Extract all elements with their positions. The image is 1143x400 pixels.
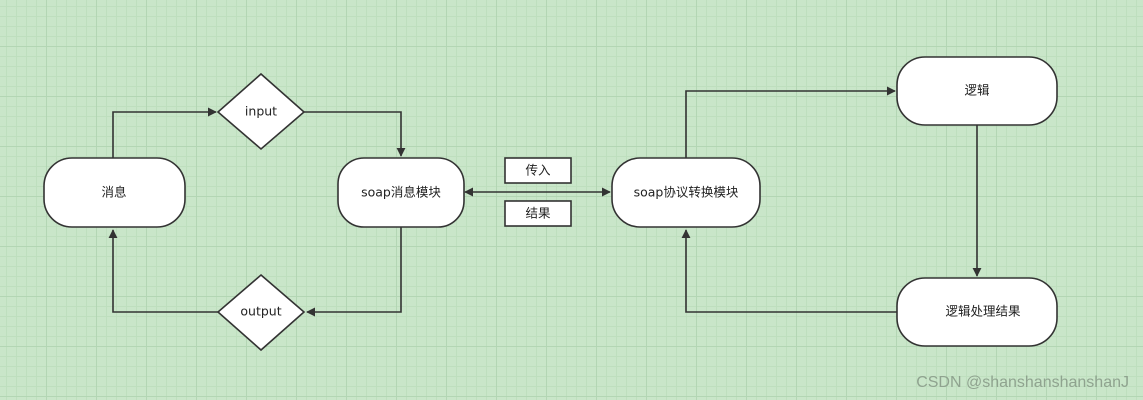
node-input-diamond [216, 72, 306, 151]
edge-input-to-soap-message [304, 111, 406, 157]
edge-label-pass-in: 传入 [525, 163, 551, 178]
edge-label-box-result [504, 200, 572, 227]
node-logic-result-label: 逻辑处理结果 [945, 304, 1021, 319]
node-output-label: output [240, 304, 281, 319]
node-logic-result [896, 277, 1058, 347]
node-message [43, 157, 186, 228]
edge-soap-message-to-output [306, 227, 402, 317]
edge-label-box-pass-in [504, 157, 572, 184]
node-input-label: input [245, 104, 277, 119]
node-soap-protocol-module-label: soap协议转换模块 [634, 185, 739, 200]
node-soap-message-module-label: soap消息模块 [361, 185, 441, 200]
watermark-text: CSDN @shanshanshanshanJ [916, 374, 1129, 391]
node-soap-message-module [337, 157, 465, 228]
edge-label-result: 结果 [525, 206, 551, 221]
node-logic [896, 56, 1058, 126]
node-output-diamond [216, 273, 306, 352]
node-message-label: 消息 [101, 185, 126, 200]
edge-output-to-message [108, 229, 219, 313]
node-logic-label: 逻辑 [964, 83, 989, 98]
node-soap-protocol-module [611, 157, 761, 228]
edge-message-to-input [112, 107, 217, 158]
edge-protocol-to-logic [685, 86, 896, 158]
edge-result-to-protocol [681, 229, 897, 313]
